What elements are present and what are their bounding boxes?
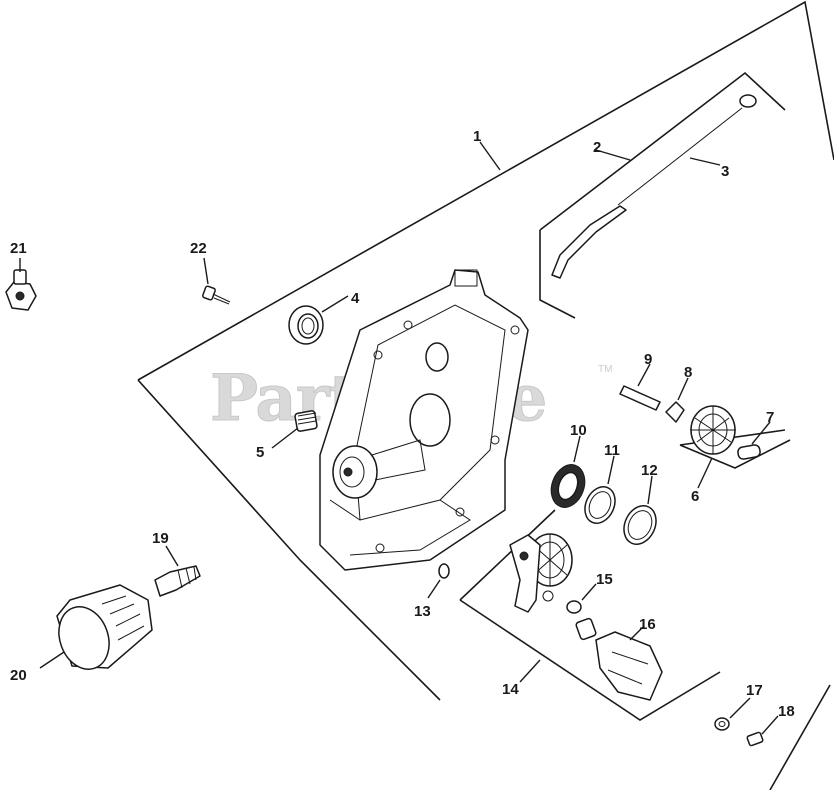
callout-5: 5 (256, 444, 264, 461)
callout-6: 6 (691, 488, 699, 505)
leader-4 (321, 295, 349, 313)
oil-pressure-sensor-part (5, 269, 37, 311)
pin-part (737, 444, 761, 460)
callout-3: 3 (721, 163, 729, 180)
leader-18 (761, 715, 779, 735)
dipstick-group-frame (539, 71, 786, 319)
leader-7 (751, 421, 771, 445)
oil-pump-part (509, 533, 573, 613)
leader-10 (573, 435, 581, 463)
adapter-part-19 (154, 565, 201, 597)
callout-16: 16 (639, 616, 656, 633)
leader-1 (479, 141, 501, 171)
callout-22: 22 (190, 240, 207, 257)
callout-13: 13 (414, 603, 431, 620)
callout-4: 4 (351, 290, 360, 307)
callout-18: 18 (778, 703, 795, 720)
oil-seal-part (288, 305, 324, 345)
leader-11 (607, 455, 615, 485)
plug-part (294, 410, 318, 432)
callout-8: 8 (684, 364, 692, 381)
leader-22 (203, 257, 209, 285)
callout-11: 11 (604, 442, 620, 459)
leader-17 (729, 697, 751, 719)
callout-15: 15 (596, 571, 613, 588)
o-ring-part-15 (566, 600, 582, 614)
leader-lines (19, 141, 779, 735)
leader-14 (519, 659, 541, 683)
callout-2: 2 (593, 139, 601, 156)
watermark-trademark: TM (598, 364, 612, 375)
leader-9 (637, 363, 651, 387)
oil-pump-group-frame (459, 509, 721, 721)
main-assembly-frame (137, 0, 834, 790)
callout-17: 17 (746, 682, 763, 699)
clip-part (665, 401, 685, 423)
pickup-part-16 (575, 617, 663, 701)
callout-labels: 1 2 3 4 5 6 7 8 9 10 11 12 13 14 15 16 1… (10, 128, 795, 720)
screw-part-22 (202, 285, 231, 305)
leader-19 (165, 545, 179, 567)
leader-8 (677, 377, 689, 401)
leader-13 (427, 579, 441, 599)
leader-15 (581, 583, 597, 601)
callout-12: 12 (641, 462, 658, 479)
shaft-part (619, 385, 661, 411)
callout-20: 20 (10, 667, 27, 684)
o-ring-part-13 (438, 563, 450, 579)
callout-19: 19 (152, 530, 169, 547)
callout-10: 10 (570, 422, 587, 439)
leader-6 (697, 457, 713, 489)
leader-2 (595, 149, 631, 161)
assembly-frame (137, 0, 834, 790)
leader-20 (39, 651, 65, 669)
washer-part-17 (714, 717, 730, 731)
callout-1: 1 (473, 128, 481, 145)
gasket-part-11 (584, 486, 616, 524)
leader-3 (689, 157, 721, 166)
leader-12 (647, 475, 653, 505)
gear-cover-part (319, 269, 529, 571)
callout-14: 14 (502, 681, 519, 698)
screw-part-18 (746, 731, 764, 747)
callout-9: 9 (644, 351, 652, 368)
seal-part-10 (550, 464, 586, 508)
oil-filter-part (56, 584, 153, 670)
governor-gear-part (690, 405, 736, 455)
leader-16 (629, 625, 645, 641)
dipstick-tube-part (551, 205, 627, 279)
callout-7: 7 (766, 409, 774, 426)
leader-5 (271, 427, 299, 449)
dipstick-part (617, 94, 757, 206)
gasket-part-12 (623, 505, 657, 545)
callout-21: 21 (10, 240, 27, 257)
